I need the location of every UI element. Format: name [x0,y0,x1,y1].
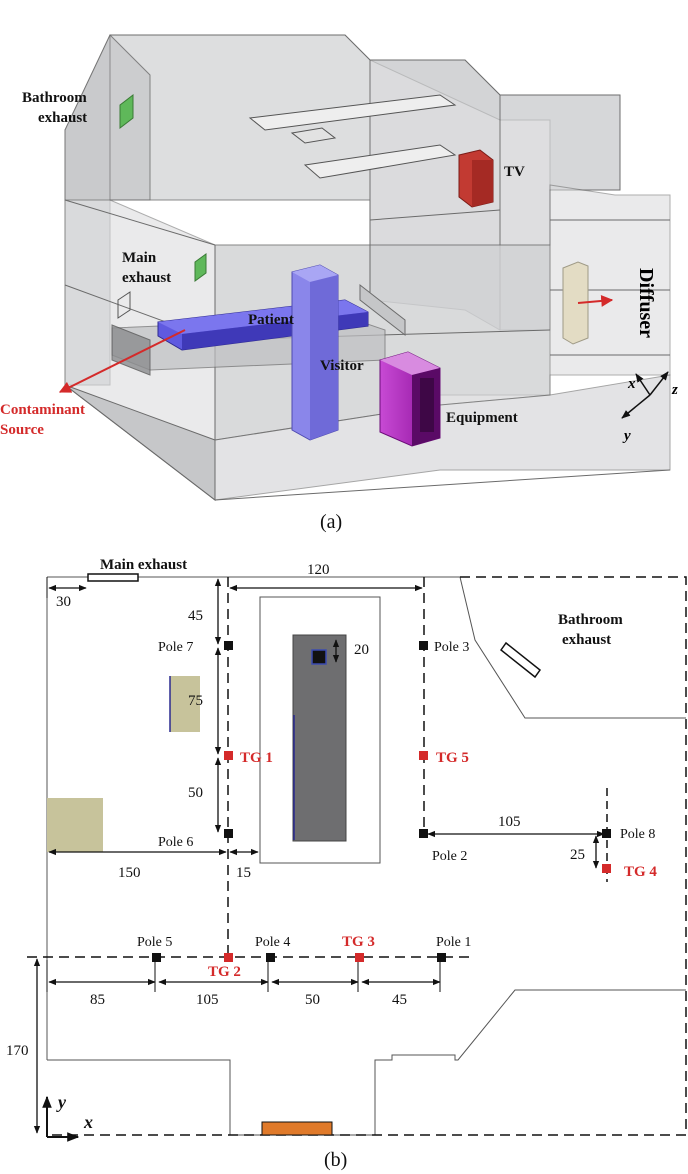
label-main-exhaust: Main [122,250,157,266]
bathroom-exhaust-plan [499,641,542,679]
chair-block [170,676,200,732]
tg-2-marker [224,953,233,962]
panel-b-plan: y x Main exhaust Bathroom exhaust 30 120… [6,557,687,1171]
label-tg-3: TG 3 [342,934,375,950]
dim-85: 85 [90,992,105,1008]
diffuser-panel [562,261,589,345]
label-pole-8: Pole 8 [620,827,655,842]
label-tg-1: TG 1 [240,750,273,766]
label-pole-1: Pole 1 [436,935,471,950]
label-pole-2: Pole 2 [432,849,467,864]
caption-b: (b) [324,1149,347,1171]
tg-3-marker [355,953,364,962]
svg-text:z: z [671,382,678,398]
main-exhaust-plan [87,573,139,582]
pole-6-marker [224,829,233,838]
pole-3-marker [419,641,428,650]
label-pole-5: Pole 5 [137,935,172,950]
label-bathroom-exhaust-plan: Bathroom [558,612,623,628]
door-block [261,1121,333,1136]
svg-text:x: x [627,376,636,392]
panel-a-3d-room: x z y Bathroom exhaust Main exhaust Pati… [0,34,678,533]
label-pole-7: Pole 7 [158,640,193,655]
label-tg-5: TG 5 [436,750,469,766]
svg-text:Source: Source [0,422,44,438]
dim-25: 25 [570,847,585,863]
dim-105-bottom: 105 [196,992,219,1008]
svg-text:y: y [56,1092,67,1112]
dim-150: 150 [118,865,141,881]
pole-5-marker [152,953,161,962]
equipment-block [379,351,441,447]
caption-a: (a) [320,511,342,533]
pole-4-marker [266,953,275,962]
tv-block [458,149,494,208]
label-main-exhaust-plan: Main exhaust [100,557,187,573]
dim-45-bottom: 45 [392,992,407,1008]
label-bathroom-exhaust: Bathroom [22,90,87,106]
main-exhaust-vent [194,253,207,282]
tg-5-marker [419,751,428,760]
pole-2-marker [419,829,428,838]
label-pole-4: Pole 4 [255,935,290,950]
axes-plan [42,1095,80,1142]
dim-30: 30 [56,594,71,610]
bathroom-exhaust-vent [119,93,134,130]
dim-120: 120 [307,562,330,578]
svg-text:exhaust: exhaust [562,632,611,648]
svg-text:exhaust: exhaust [38,110,87,126]
pole-7-marker [224,641,233,650]
dim-45-top: 45 [188,608,203,624]
label-pole-6: Pole 6 [158,835,193,850]
svg-text:exhaust: exhaust [122,270,171,286]
label-patient: Patient [248,312,294,328]
label-equipment: Equipment [446,410,518,426]
dim-105-right: 105 [498,814,521,830]
pole-1-marker [437,953,446,962]
tg-1-marker [224,751,233,760]
label-visitor: Visitor [320,358,364,374]
poles [152,641,611,962]
dim-50-left: 50 [188,785,203,801]
tg-4-marker [602,864,611,873]
visitor-block [291,264,339,441]
table-block [47,798,103,852]
label-tg-4: TG 4 [624,864,657,880]
dim-20: 20 [354,642,369,658]
svg-text:y: y [622,428,631,444]
label-tv: TV [504,164,525,180]
label-contaminant-source: Contaminant [0,402,85,418]
dim-15: 15 [236,865,251,881]
dim-50-bottom: 50 [305,992,320,1008]
dim-170: 170 [6,1043,29,1059]
label-tg-2: TG 2 [208,964,241,980]
label-pole-3: Pole 3 [434,640,469,655]
bed-block [292,634,347,842]
axes-triad-3d: x z y [621,371,678,444]
svg-text:x: x [83,1112,93,1132]
label-diffuser: Diffuser [635,268,657,338]
dim-75: 75 [188,693,203,709]
pole-8-marker [602,829,611,838]
